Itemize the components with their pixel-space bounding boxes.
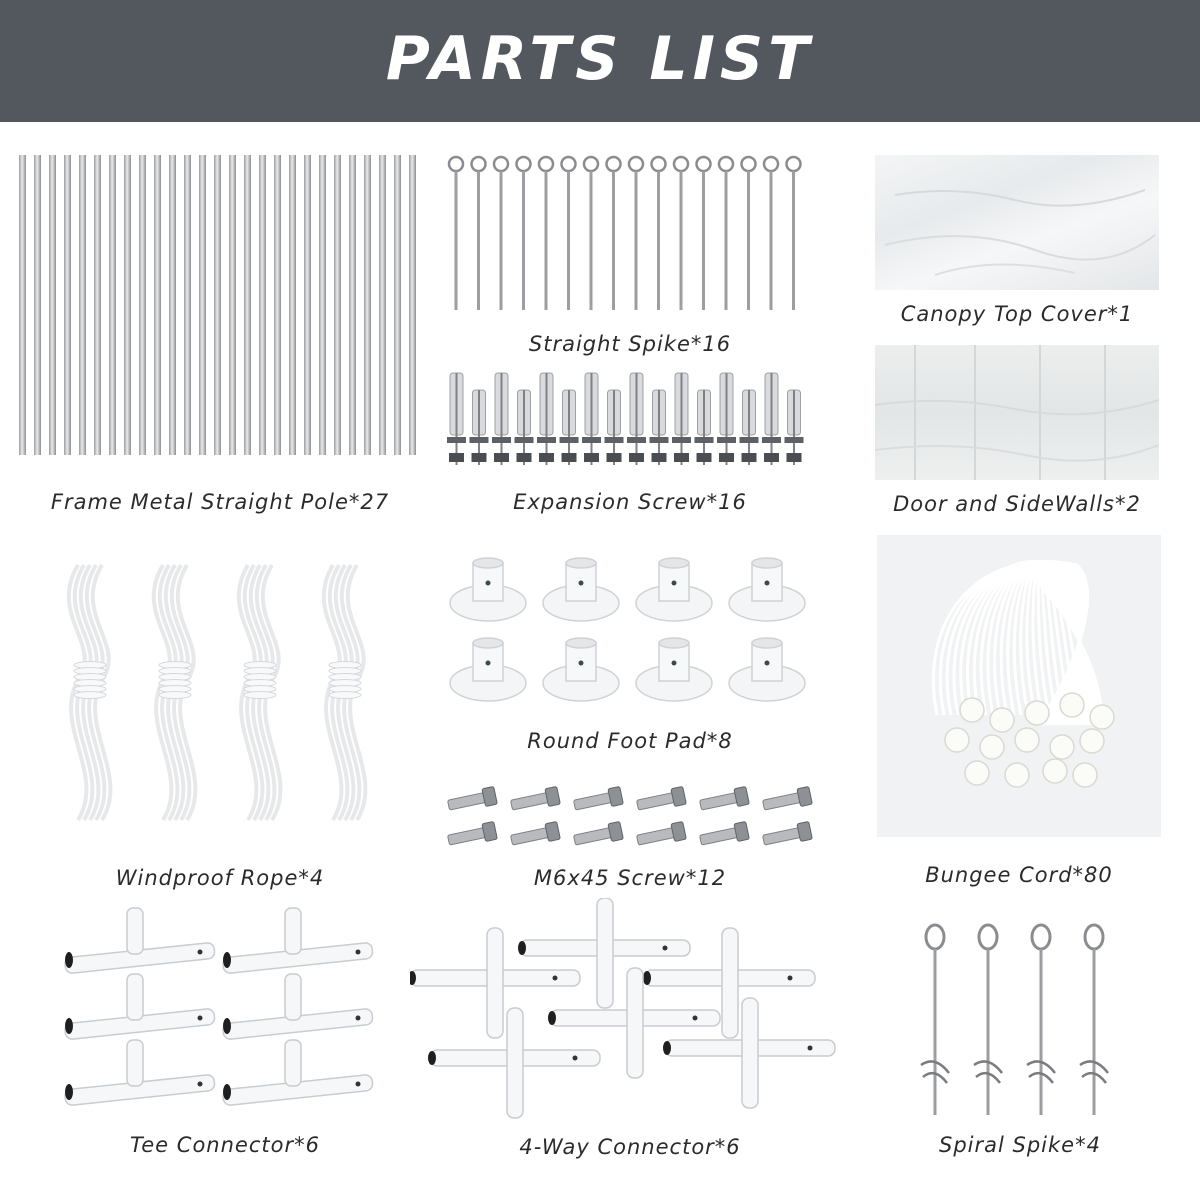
tee-connector-icon	[64, 907, 374, 1106]
part-label-tee-connector: Tee Connector*6	[130, 1133, 320, 1157]
metal-pole-icon	[19, 155, 416, 455]
expansion-screw-icon	[447, 372, 804, 465]
rope-icon	[66, 563, 368, 822]
part-label-four-way-connector: 4-Way Connector*6	[519, 1135, 741, 1159]
part-label-expansion-screw: Expansion Screw*16	[513, 490, 747, 514]
screw-icon	[447, 786, 813, 846]
four-way-connector-icon	[410, 898, 836, 1119]
part-label-canopy-cover: Canopy Top Cover*1	[900, 302, 1134, 326]
part-label-straight-spike: Straight Spike*16	[528, 332, 732, 356]
spiral-spike-icon	[920, 923, 1109, 1115]
part-label-foot-pad: Round Foot Pad*8	[527, 729, 733, 753]
part-label-spiral-spike: Spiral Spike*4	[939, 1133, 1101, 1157]
header-banner: PARTS LIST	[0, 0, 1200, 122]
part-label-m6-screw: M6x45 Screw*12	[533, 866, 727, 890]
sidewall-icon	[874, 345, 1160, 480]
part-label-sidewalls: Door and SideWalls*2	[893, 492, 1141, 516]
page-title: PARTS LIST	[385, 24, 815, 94]
straight-spike-icon	[447, 155, 802, 310]
foot-pad-icon	[449, 557, 806, 702]
part-label-metal-pole: Frame Metal Straight Pole*27	[50, 490, 390, 514]
bungee-cord-icon	[877, 535, 1161, 837]
part-label-bungee-cord: Bungee Cord*80	[925, 863, 1113, 887]
canopy-cover-icon	[875, 155, 1159, 290]
part-label-rope: Windproof Rope*4	[115, 866, 325, 890]
